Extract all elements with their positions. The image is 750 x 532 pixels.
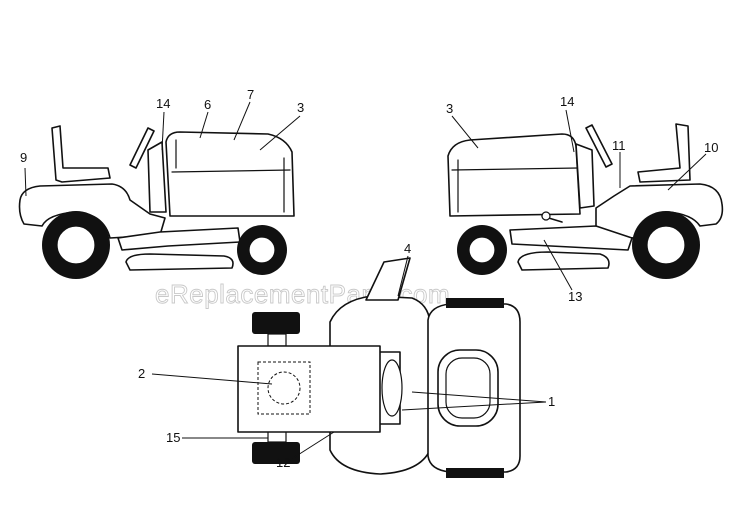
callout-2: 2 <box>138 366 145 381</box>
callout-14-right: 14 <box>560 94 574 109</box>
callout-12: 12 <box>276 455 290 470</box>
chassis-right <box>509 225 633 251</box>
callout-3-left: 3 <box>297 100 304 115</box>
leader-lines <box>24 101 707 461</box>
hood-top <box>237 345 381 433</box>
callout-15: 15 <box>166 430 180 445</box>
seat-right <box>637 123 691 183</box>
front-tire-top-upper <box>252 312 300 334</box>
callout-10: 10 <box>704 140 718 155</box>
dash-console-left <box>147 141 167 213</box>
steering-wheel-left <box>129 127 155 169</box>
mower-deck-left <box>125 253 234 271</box>
tractor-right-side-view <box>447 123 724 279</box>
callout-1: 1 <box>548 394 555 409</box>
callout-11: 11 <box>612 138 626 153</box>
callout-4: 4 <box>404 241 411 256</box>
callout-6: 6 <box>204 97 211 112</box>
mower-deck-right <box>517 251 610 271</box>
callout-9: 9 <box>20 150 27 165</box>
tractor-left-side-view <box>18 125 295 279</box>
callout-3-right: 3 <box>446 101 453 116</box>
steering-wheel-right <box>585 124 613 168</box>
callout-7: 7 <box>247 87 254 102</box>
steering-wheel-top <box>381 359 403 417</box>
front-tire-top-lower <box>252 442 300 464</box>
tractor-top-view <box>237 257 521 478</box>
decal-area <box>257 361 311 415</box>
seat-left <box>51 125 111 183</box>
callout-13: 13 <box>568 289 582 304</box>
fender-left <box>18 183 166 239</box>
dash-console-right <box>575 143 595 209</box>
discharge-chute <box>365 257 411 301</box>
hood-right <box>447 133 581 217</box>
hood-left <box>165 131 295 217</box>
callout-labels: 9 14 6 7 3 3 14 11 10 13 4 2 15 12 1 <box>20 87 718 470</box>
callout-14-left: 14 <box>156 96 170 111</box>
